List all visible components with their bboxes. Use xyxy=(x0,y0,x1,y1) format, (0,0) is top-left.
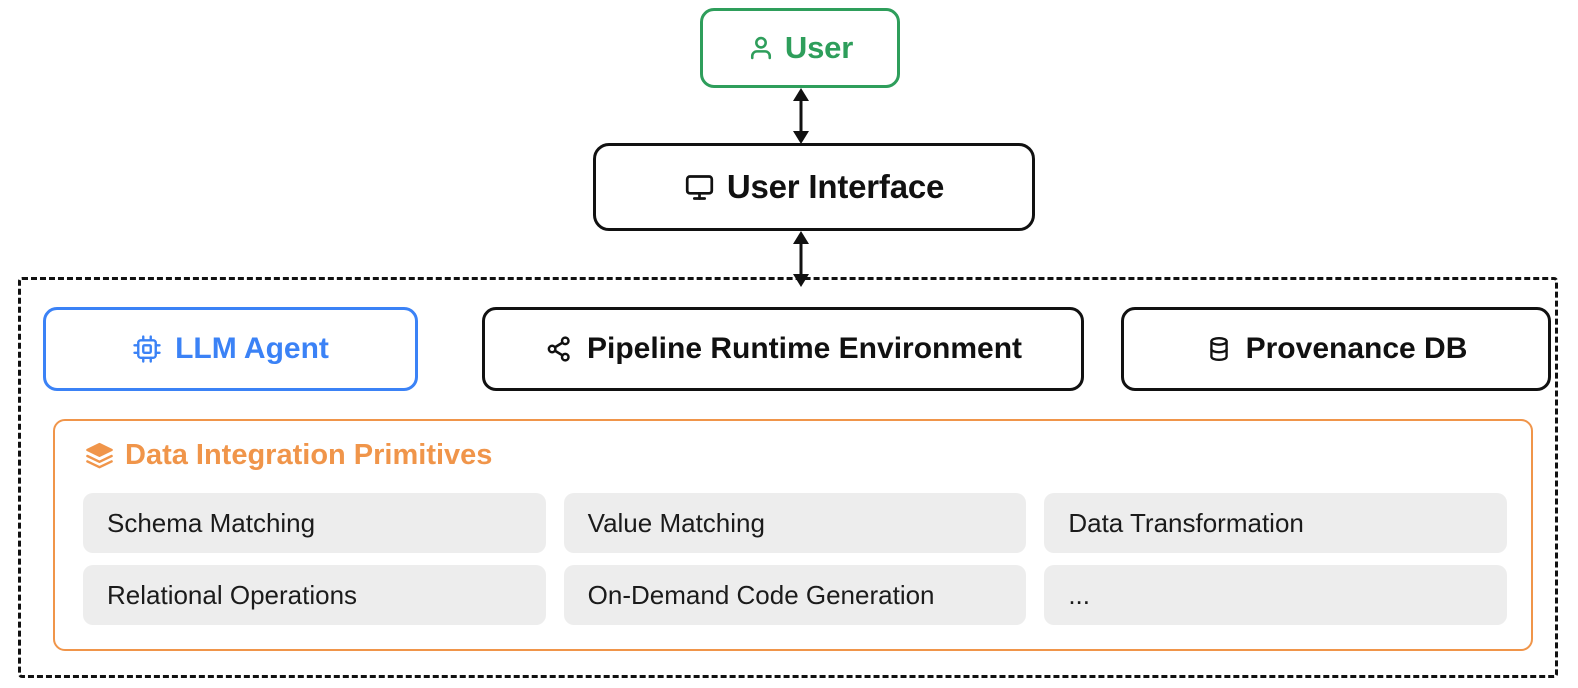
primitives-title-label: Data Integration Primitives xyxy=(125,439,493,471)
user-label: User xyxy=(784,30,854,65)
component-row: LLM Agent Pipeline Runtime Environment xyxy=(43,307,1551,391)
primitive-chip[interactable]: Data Transformation xyxy=(1044,493,1507,553)
share-network-icon xyxy=(544,334,574,364)
arrow-user-to-interface xyxy=(785,88,817,144)
primitive-chip[interactable]: ... xyxy=(1044,565,1507,625)
database-icon xyxy=(1205,334,1233,364)
user-interface-label: User Interface xyxy=(726,168,945,205)
pipeline-runtime-node[interactable]: Pipeline Runtime Environment xyxy=(482,307,1084,391)
system-boundary: LLM Agent Pipeline Runtime Environment xyxy=(18,277,1558,678)
llm-agent-label: LLM Agent xyxy=(175,332,329,365)
primitive-chip[interactable]: Schema Matching xyxy=(83,493,546,553)
provenance-db-node[interactable]: Provenance DB xyxy=(1121,307,1551,391)
primitive-chip[interactable]: On-Demand Code Generation xyxy=(563,565,1027,625)
provenance-db-label: Provenance DB xyxy=(1245,332,1468,365)
primitive-chip[interactable]: Relational Operations xyxy=(83,565,546,625)
primitives-title: Data Integration Primitives xyxy=(85,439,492,472)
data-integration-primitives-panel: Data Integration Primitives Schema Match… xyxy=(53,419,1533,651)
primitives-grid: Schema Matching Value Matching Data Tran… xyxy=(83,493,1507,635)
user-icon xyxy=(747,33,775,63)
cpu-chip-icon xyxy=(132,334,162,364)
layers-stack-icon xyxy=(85,441,114,470)
primitive-chip[interactable]: Value Matching xyxy=(563,493,1027,553)
user-node[interactable]: User xyxy=(700,8,900,88)
pipeline-runtime-label: Pipeline Runtime Environment xyxy=(586,332,1023,365)
llm-agent-node[interactable]: LLM Agent xyxy=(43,307,418,391)
user-interface-node[interactable]: User Interface xyxy=(593,143,1035,231)
monitor-icon xyxy=(684,172,715,203)
